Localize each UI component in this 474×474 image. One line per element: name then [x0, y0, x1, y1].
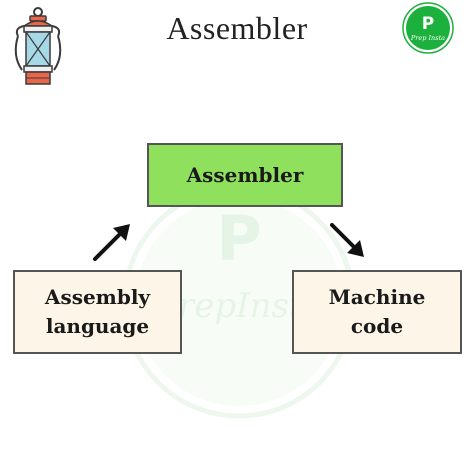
machine-code-line-2: code — [350, 314, 404, 338]
logo-letter: P — [422, 14, 434, 34]
machine-code-line-1: Machine — [328, 285, 426, 309]
arrow-up-right-icon — [93, 224, 130, 261]
prepinsta-logo-icon: P Prep Insta — [402, 2, 454, 54]
page-title: Assembler — [166, 10, 308, 46]
assembly-language-box: Assembly language — [13, 270, 182, 354]
arrow-down-right-icon — [330, 223, 364, 257]
watermark-letter: P — [216, 202, 261, 275]
assembler-box: Assembler — [147, 143, 343, 207]
logo-text: Prep Insta — [410, 34, 445, 42]
machine-code-box: Machine code — [292, 270, 462, 354]
assembler-box-label: Assembler — [186, 162, 304, 187]
assembly-language-line-2: language — [45, 314, 150, 338]
assembly-language-line-1: Assembly — [44, 285, 151, 309]
lantern-icon — [14, 7, 62, 85]
